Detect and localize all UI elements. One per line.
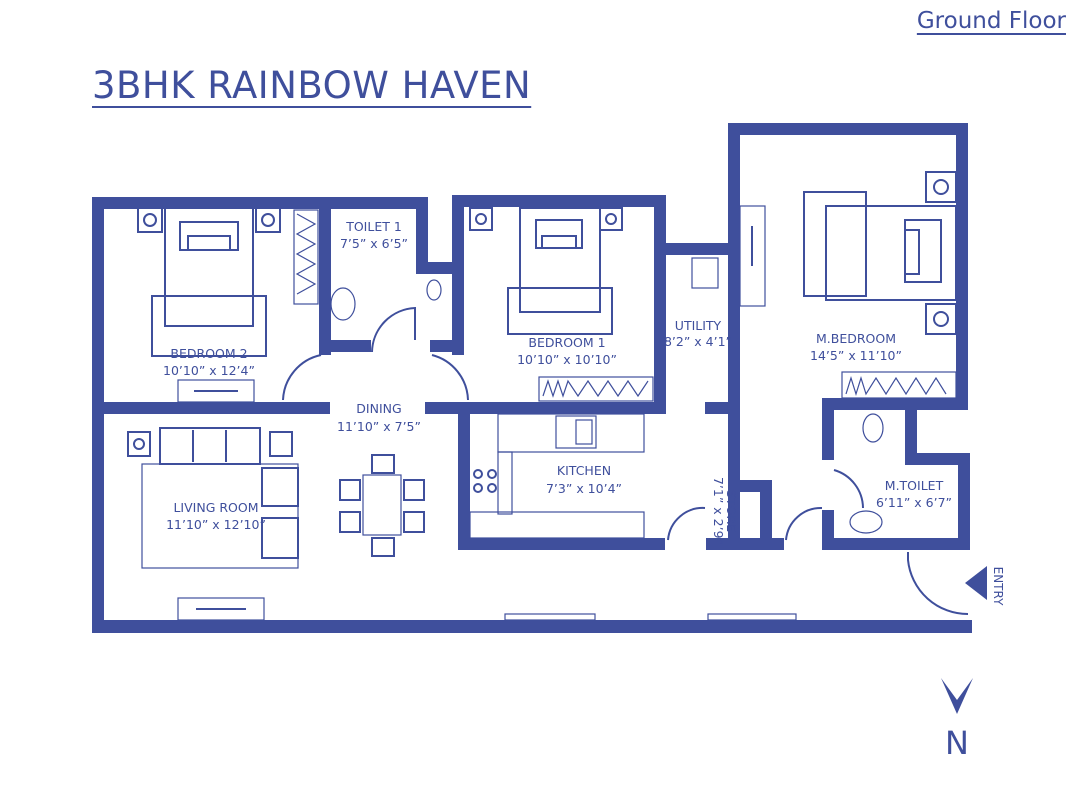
room-dims-utility: 8’2” x 4’1” (664, 334, 732, 349)
nightstand-icon (599, 207, 623, 231)
nightstand-icon (925, 303, 957, 335)
bed-icon (519, 207, 601, 313)
bed-icon (164, 207, 254, 327)
kitchen-fixtures (469, 413, 645, 539)
master-toilet-fixtures (667, 413, 969, 616)
room-dims-master-bedroom: 14’5” x 11’10” (810, 348, 902, 363)
toilet-icon (426, 279, 442, 301)
nightstand-icon (137, 207, 163, 233)
room-name-bedroom-1: BEDROOM 1 (528, 335, 605, 350)
nightstand-icon (255, 207, 281, 233)
living-dining-furniture (127, 427, 797, 621)
room-name-living-room: LIVING ROOM (173, 500, 258, 515)
room-name-utility: UTILITY (675, 318, 722, 333)
floor-label: Ground Floor (916, 8, 1066, 34)
washbasin-icon (849, 510, 883, 534)
north-arrow-icon (941, 678, 973, 714)
room-dims-living-room: 11’10” x 12’10” (166, 517, 266, 532)
door-swing-icon (785, 506, 823, 541)
kitchen-sink-icon (555, 415, 597, 449)
wardrobe-icon (841, 371, 957, 399)
north-label: N (945, 724, 969, 762)
washbasin-icon (330, 287, 356, 321)
room-name-bedroom-2: BEDROOM 2 (170, 346, 247, 361)
plan-title: 3BHK RAINBOW HAVEN (92, 64, 532, 107)
room-dims-store: 7’1” x 2’9” (711, 477, 726, 545)
bed-icon (825, 205, 957, 301)
room-name-kitchen: KITCHEN (557, 463, 611, 478)
room-dims-master-toilet: 6’11” x 6’7” (876, 495, 952, 510)
walls (92, 123, 972, 633)
room-dims-bedroom-2: 10’10” x 12’4” (163, 363, 255, 378)
wardrobe-icon (538, 376, 654, 402)
door-swing-icon (431, 354, 469, 401)
door-swing-icon (282, 354, 322, 401)
entry-label: ENTRY (991, 567, 1005, 606)
dining-table-icon (339, 454, 425, 557)
nightstand-icon (469, 207, 493, 231)
room-name-master-toilet: M.TOILET (885, 478, 944, 493)
door-swing-icon (371, 306, 416, 353)
room-dims-bedroom-1: 10’10” x 10’10” (517, 352, 617, 367)
wardrobe-icon (293, 209, 319, 305)
room-dims-toilet-1: 7’5” x 6’5” (340, 236, 408, 251)
nightstand-icon (925, 171, 957, 203)
stove-icon (473, 469, 497, 493)
toilet-1-fixtures (282, 279, 469, 401)
door-swing-icon (667, 506, 706, 541)
room-dims-dining: 11’10” x 7’5” (337, 419, 421, 434)
bedroom-1-bed (469, 207, 654, 402)
room-name-toilet-1: TOILET 1 (345, 219, 402, 234)
entry-arrow-icon (965, 566, 987, 600)
room-name-master-bedroom: M.BEDROOM (816, 331, 896, 346)
toilet-icon (862, 413, 884, 443)
utility-fixtures (691, 205, 766, 307)
door-swing-icon (833, 469, 864, 509)
room-name-store: STORE (724, 490, 739, 532)
sofa-icon (127, 427, 299, 559)
room-dims-kitchen: 7’3” x 10’4” (546, 481, 622, 496)
bedroom-2-bed (137, 207, 319, 403)
master-bedroom-bed (803, 171, 957, 399)
door-swing-icon (907, 552, 969, 616)
room-name-dining: DINING (356, 401, 401, 416)
